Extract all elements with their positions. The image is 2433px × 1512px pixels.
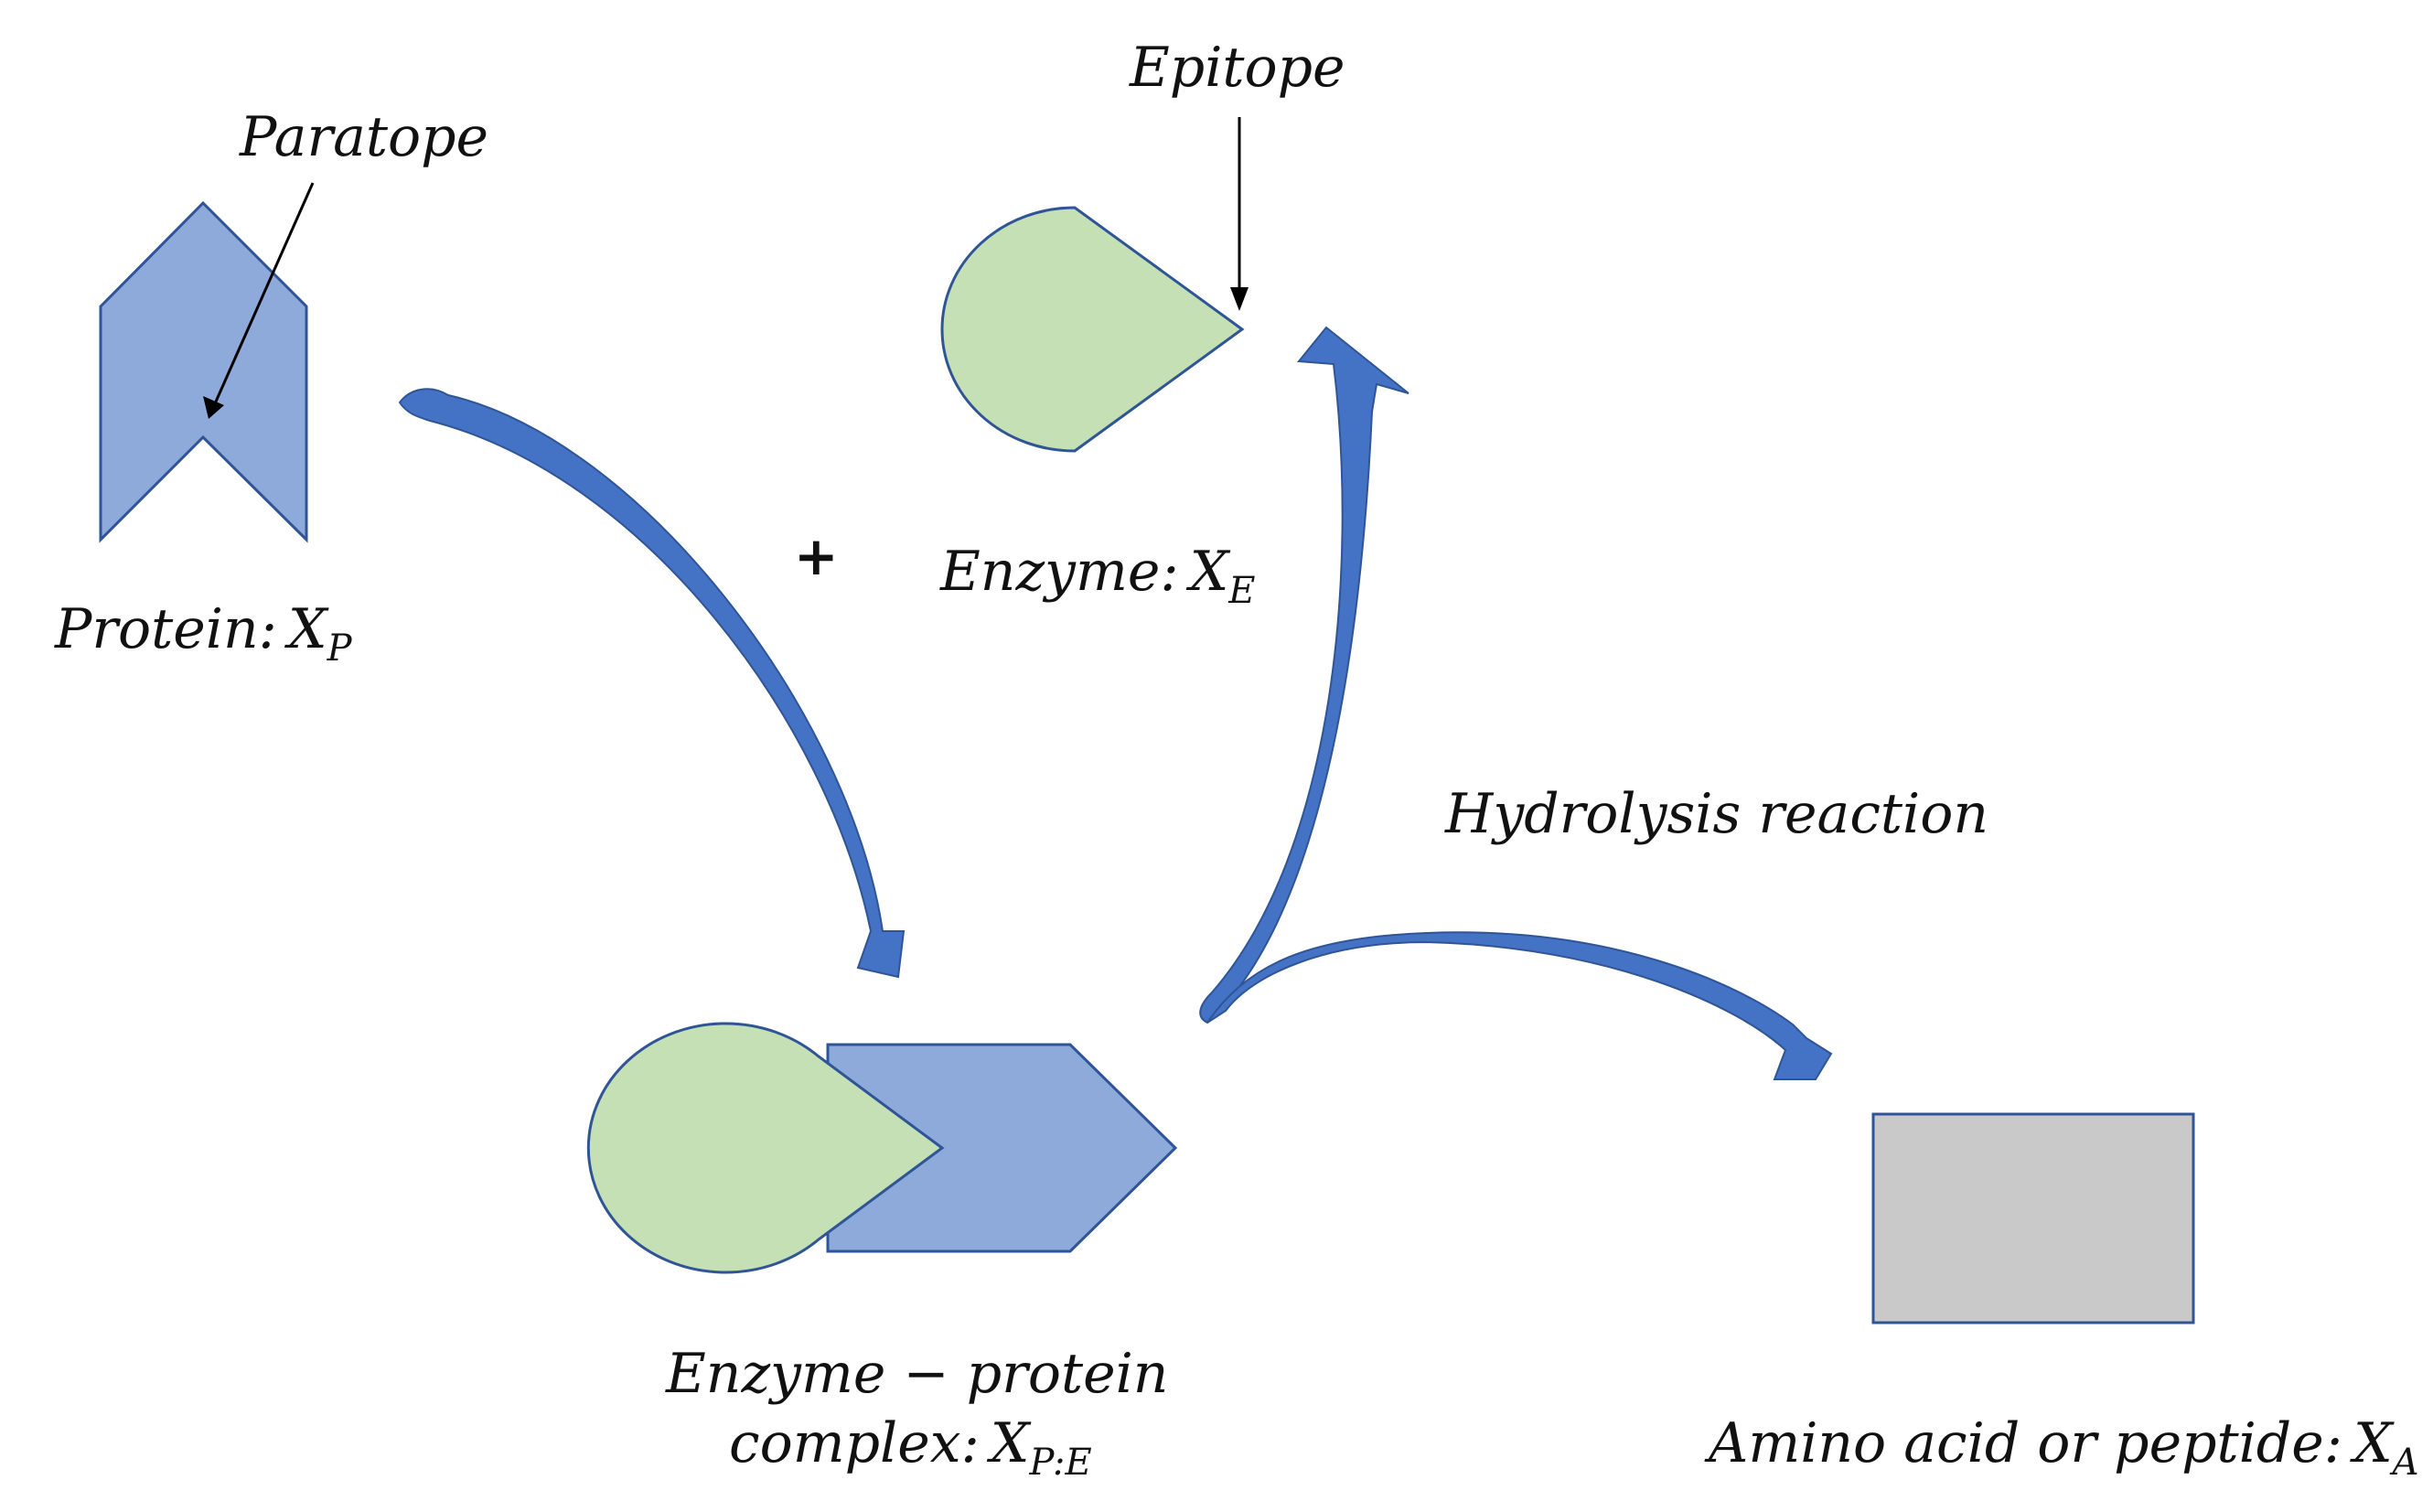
- protein-shape: [99, 200, 308, 543]
- amino-acid-label: Amino acid or peptide:XA: [1704, 1411, 2419, 1484]
- complex-enzyme-shape: [586, 1022, 945, 1274]
- enzyme-recycle-arrow: [1199, 326, 1409, 1024]
- hydrolysis-arrow: [1206, 931, 1833, 1080]
- paratope-pointer-arrow: [210, 182, 315, 411]
- protein-label: Protein:XP: [54, 597, 353, 670]
- enzyme-label: Enzyme:XE: [939, 540, 1256, 612]
- product-shape: [1871, 1112, 2195, 1324]
- plus-sign: +: [794, 525, 839, 587]
- complex-label-line2: complex:XP:E: [729, 1411, 1092, 1484]
- hydrolysis-label: Hydrolysis reaction: [1444, 782, 1988, 846]
- enzyme-shape: [940, 206, 1245, 453]
- epitope-arrowhead: [1230, 287, 1249, 311]
- binding-arrow: [398, 388, 906, 979]
- paratope-label: Paratope: [239, 105, 488, 169]
- complex-label-line1: Enzyme − protein: [665, 1342, 1168, 1406]
- paratope-arrowhead: [203, 396, 224, 419]
- epitope-label: Epitope: [1129, 36, 1345, 100]
